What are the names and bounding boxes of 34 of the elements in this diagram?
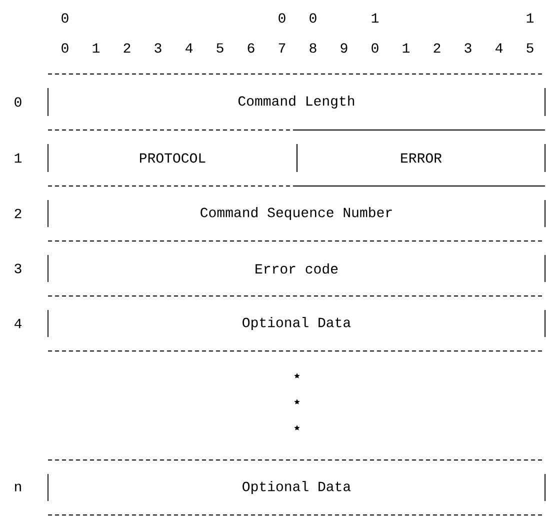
row-number: 3 [14, 264, 22, 274]
field-box: Command Sequence Number [48, 186, 546, 242]
row-number: 1 [14, 153, 22, 163]
bit-number: 7 [278, 43, 286, 53]
field-box: Optional Data [48, 460, 546, 516]
bit-number: 3 [154, 43, 162, 53]
row-number: n [15, 484, 21, 492]
row-number: 4 [14, 318, 22, 328]
bit-number: 2 [434, 43, 440, 53]
bit-number: 5 [216, 43, 224, 53]
bit-number: 5 [526, 43, 534, 53]
bit-number: 2 [124, 43, 130, 53]
field-box: ERROR [296, 130, 546, 186]
bit-tens-digit: 0 [62, 13, 68, 23]
row-number: 2 [14, 208, 22, 218]
field-box: Optional Data [48, 296, 546, 352]
bit-number: 6 [248, 43, 254, 53]
field-box: Command Length [48, 74, 546, 130]
bit-number: 1 [402, 43, 410, 53]
bit-number: 1 [92, 43, 100, 53]
bit-number: 4 [186, 43, 192, 53]
bit-tens-digit: 0 [310, 13, 316, 23]
field-box: PROTOCOL [48, 130, 298, 186]
bit-number: 0 [62, 43, 68, 53]
field-box: Error code [48, 240, 546, 296]
bit-tens-digit: 0 [278, 13, 286, 23]
bit-number: 8 [310, 43, 316, 53]
bit-tens-digit: 1 [526, 13, 534, 23]
bit-number: 9 [340, 43, 348, 53]
bit-number: 4 [496, 43, 502, 53]
bit-number: 0 [372, 43, 378, 53]
bit-tens-digit: 1 [372, 13, 379, 23]
row-number: 0 [14, 97, 22, 107]
bit-number: 3 [464, 43, 472, 53]
